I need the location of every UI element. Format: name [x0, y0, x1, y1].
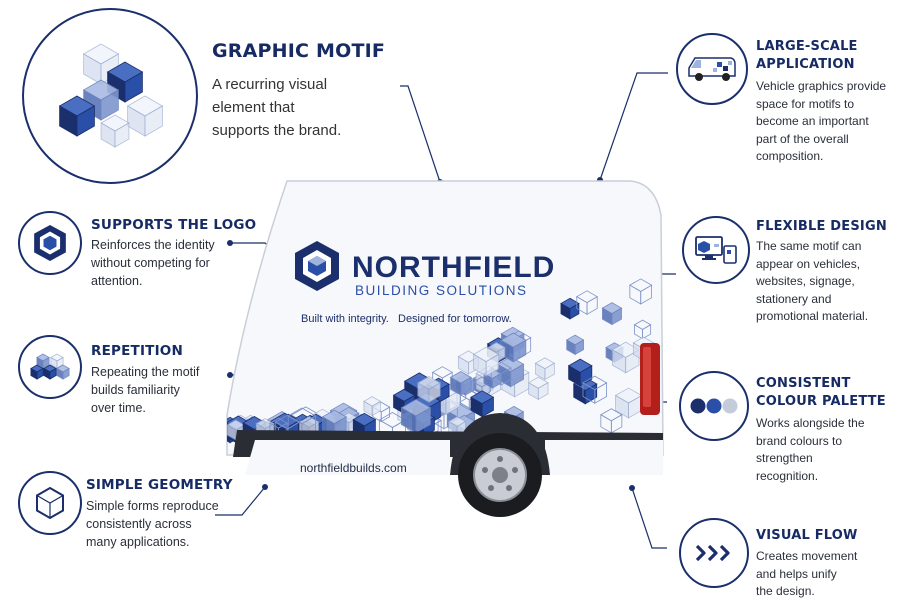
motif-cube-face [512, 339, 527, 363]
logo-hexagon-icon [18, 211, 82, 275]
van-rear-wheel [450, 413, 550, 517]
motif-cube-face [579, 365, 593, 387]
motif-cube-face [100, 89, 119, 121]
motif-cube-face [76, 105, 95, 137]
hexagon-outline-icon [18, 471, 82, 535]
connector-graphic-motif [400, 85, 441, 183]
van-body [226, 180, 664, 456]
motif-cube-face [485, 353, 500, 377]
motif-cube-face [510, 363, 524, 388]
chevrons-right-icon [679, 518, 749, 588]
graphic-motif-title: GRAPHIC MOTIF [212, 40, 386, 62]
van-icon [676, 33, 748, 105]
connector-flow [631, 487, 667, 549]
van-brand-name: NORTHFIELD [352, 251, 555, 284]
graphic-motif-body: A recurring visual element that supports… [212, 76, 342, 139]
motif-cube-face [574, 339, 584, 356]
motif-cube-face [500, 367, 512, 386]
motif-cube-face [62, 367, 70, 380]
motif-cube-face [544, 362, 555, 381]
devices-icon [682, 216, 750, 284]
motif-cube-face [124, 71, 143, 103]
van-logo [295, 241, 339, 291]
motif-cube-face [114, 122, 130, 148]
repetition-title: REPETITION [91, 343, 183, 359]
flexible-design-title: FLEXIBLE DESIGN [756, 219, 887, 234]
van-illustration: NORTHFIELD BUILDING SOLUTIONS Built with… [226, 180, 664, 517]
connector-large-scale [599, 72, 668, 181]
van-brand-sub: BUILDING SOLUTIONS [355, 283, 528, 298]
supports-logo-title: SUPPORTS THE LOGO [91, 217, 257, 233]
motif-cube-face [36, 367, 44, 380]
motif-cube-face [49, 367, 57, 380]
motif-cube-face [380, 406, 391, 423]
cube-cluster-icon [22, 8, 198, 184]
simple-geometry-title: SIMPLE GEOMETRY [86, 477, 233, 493]
motif-cube-face [537, 382, 549, 401]
van-tagline: Built with integrity. Designed for tomor… [301, 313, 512, 325]
connector-simple-geometry [215, 486, 266, 516]
van-website: northfieldbuilds.com [300, 461, 407, 475]
motif-cube-face [640, 284, 653, 305]
motif-cube-face [611, 307, 622, 326]
motif-cube-face [586, 296, 598, 316]
motif-cube-face [144, 105, 163, 137]
repeated-cubes-icon [18, 335, 82, 399]
motif-cube-face [428, 382, 441, 403]
motif-cube-face [594, 382, 607, 404]
colour-dots-icon [679, 371, 749, 441]
visual-flow-title: VISUAL FLOW [756, 528, 858, 543]
motif-cube-face [371, 400, 381, 417]
van-hexagon-motif [227, 278, 655, 447]
